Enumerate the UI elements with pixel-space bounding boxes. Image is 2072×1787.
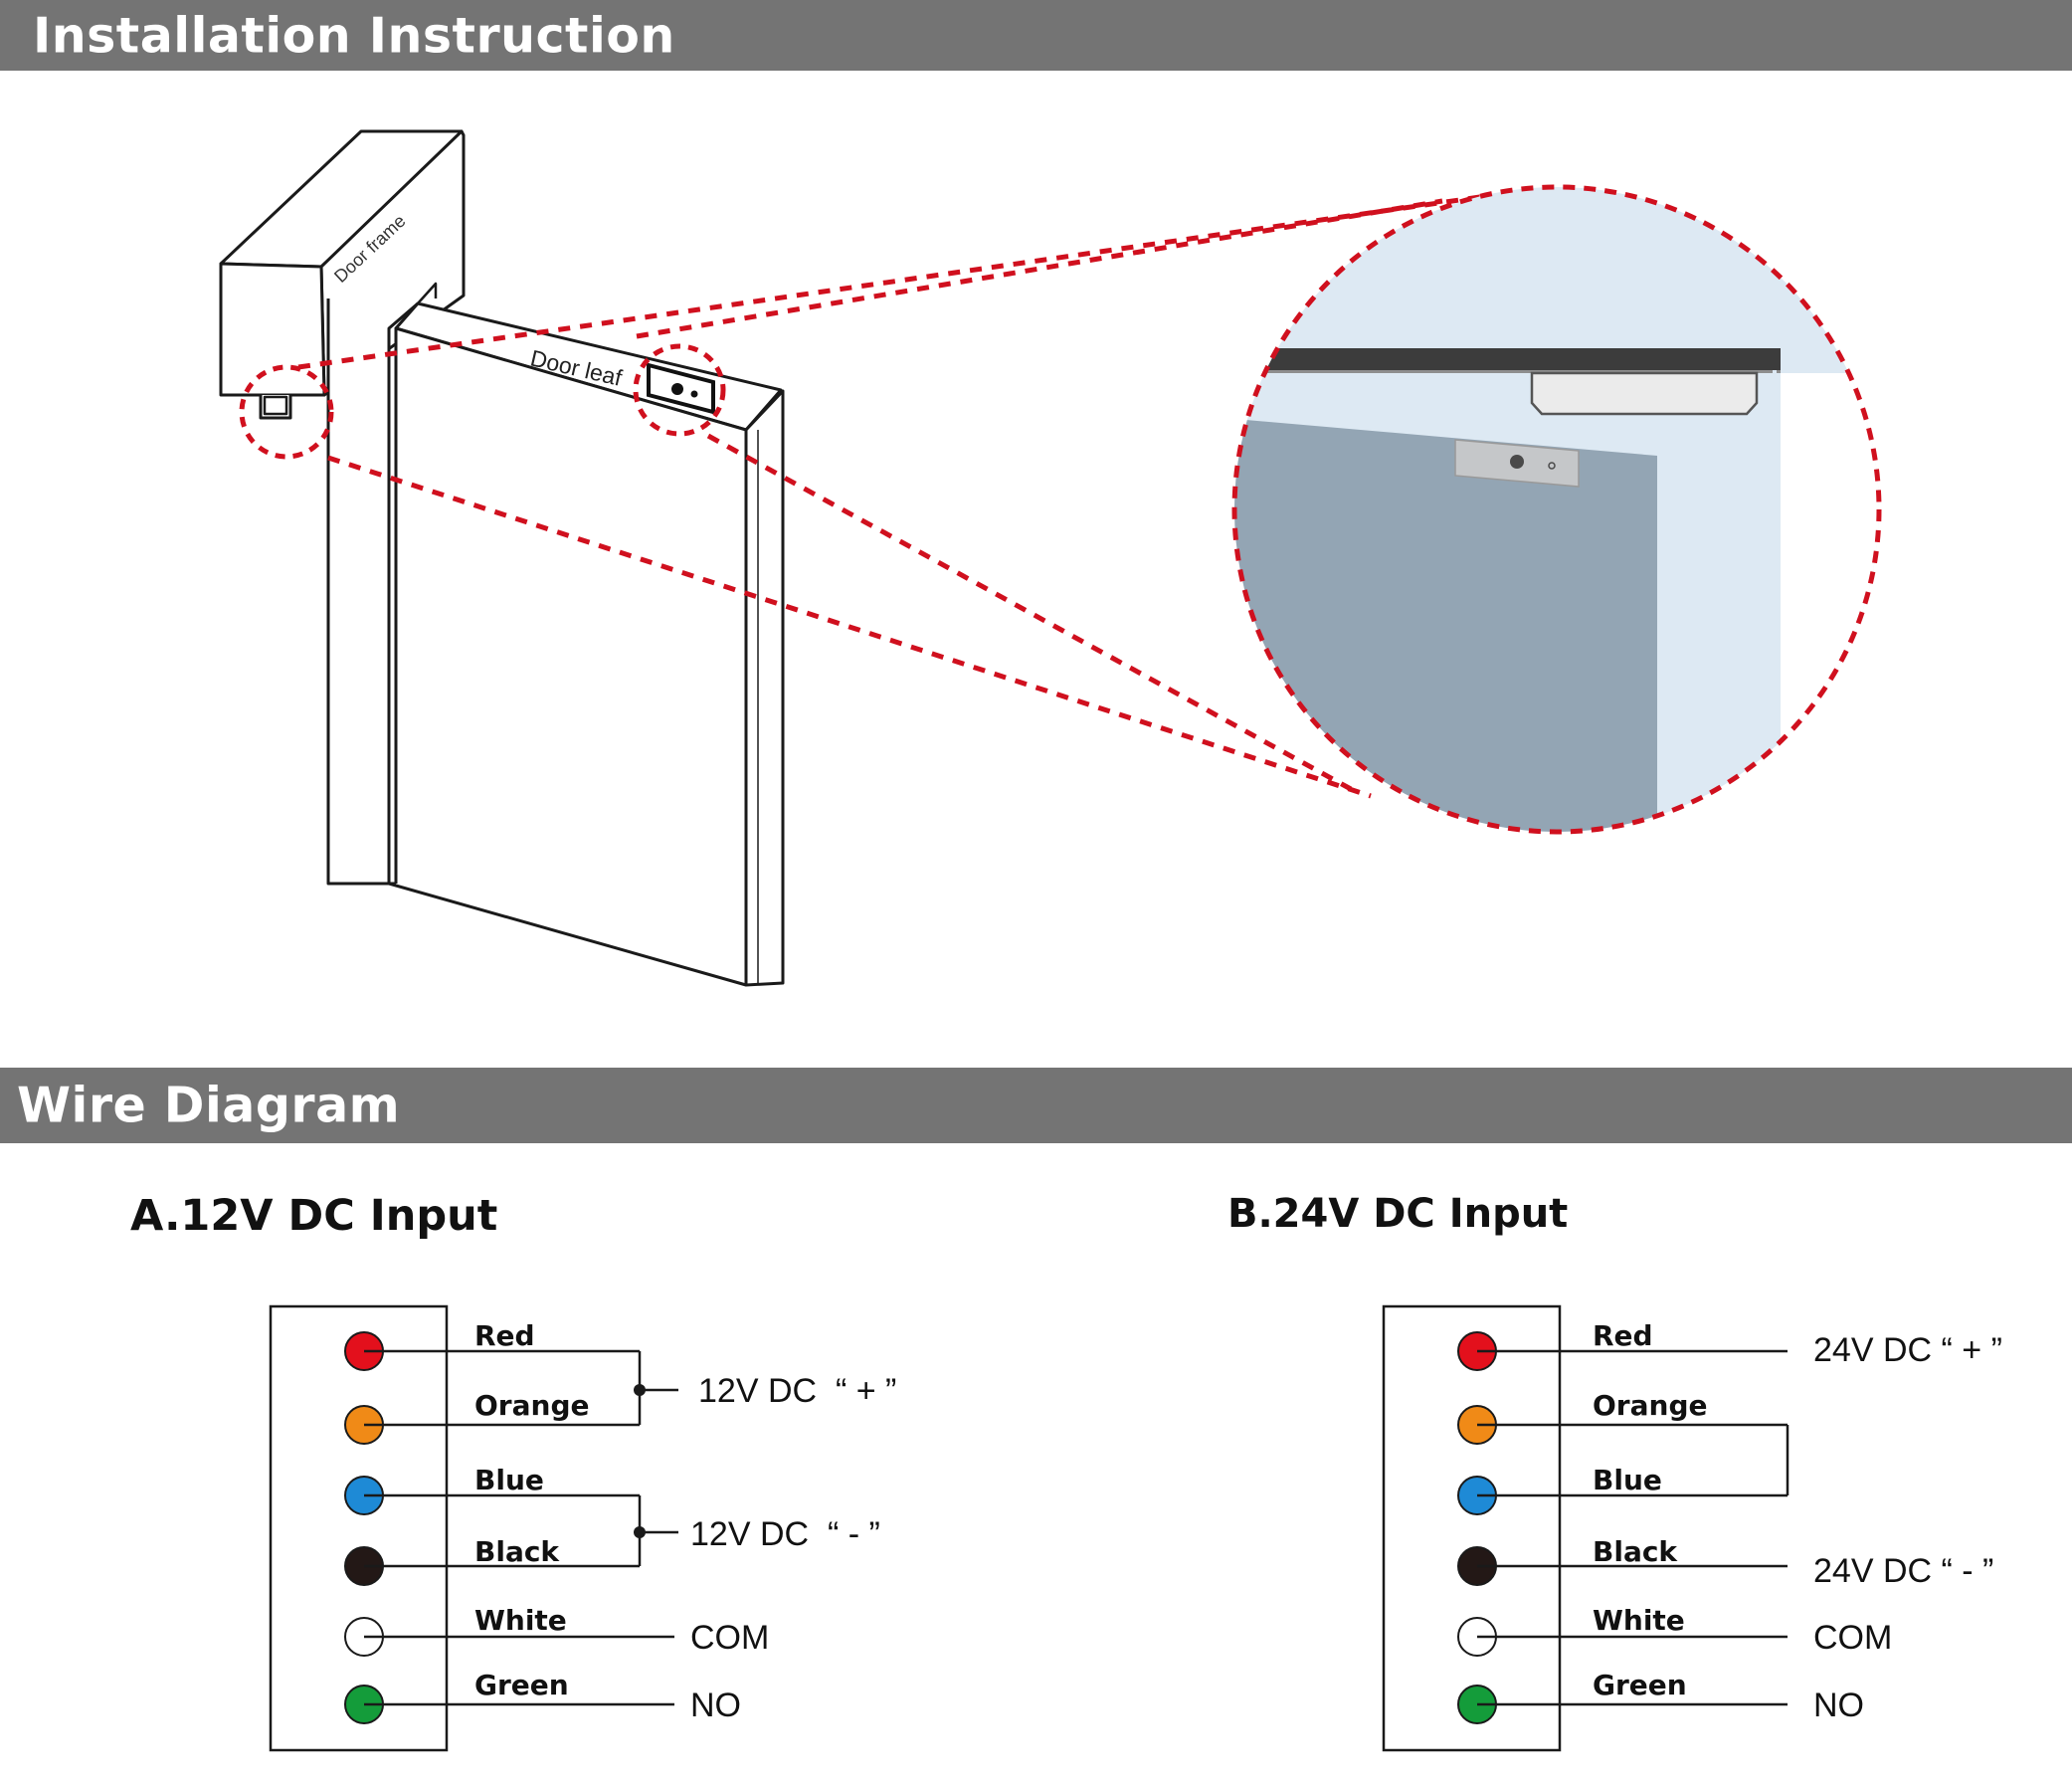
wire-label-black-a: Black bbox=[474, 1535, 560, 1568]
wire-label-green-b: Green bbox=[1593, 1669, 1687, 1701]
wires-b bbox=[1477, 1349, 1789, 1706]
installation-banner: Installation Instruction bbox=[0, 0, 2072, 71]
wire-label-orange-b: Orange bbox=[1593, 1389, 1707, 1422]
installation-title: Installation Instruction bbox=[33, 7, 675, 64]
highlight-circle-leaf bbox=[633, 343, 726, 437]
output-plus-b: 24V DC “ + ” bbox=[1813, 1331, 2002, 1369]
terminal-box-b bbox=[1382, 1304, 1562, 1752]
wire-diagram-banner: Wire Diagram bbox=[0, 1068, 2072, 1143]
wire-diagram-title: Wire Diagram bbox=[17, 1077, 401, 1134]
output-plus-a: 12V DC “ + ” bbox=[698, 1372, 896, 1410]
output-com-b: COM bbox=[1813, 1619, 1892, 1657]
wires-a bbox=[364, 1349, 678, 1706]
output-minus-a: 12V DC “ - ” bbox=[690, 1515, 880, 1553]
wire-label-blue-b: Blue bbox=[1593, 1464, 1662, 1496]
screw-icon bbox=[671, 383, 683, 395]
diagram-b-title: B.24V DC Input bbox=[1227, 1191, 1569, 1237]
diagram-a-title: A.12V DC Input bbox=[130, 1191, 498, 1241]
wire-label-white-b: White bbox=[1593, 1604, 1685, 1637]
projection-lines bbox=[297, 194, 1481, 799]
wire-label-blue-a: Blue bbox=[474, 1464, 544, 1496]
wire-label-white-a: White bbox=[474, 1604, 567, 1637]
terminal-box-a bbox=[269, 1304, 449, 1752]
wire-label-orange-a: Orange bbox=[474, 1389, 589, 1422]
wire-label-red-b: Red bbox=[1593, 1319, 1653, 1352]
output-no-b: NO bbox=[1813, 1687, 1864, 1724]
armature-plate bbox=[647, 362, 715, 415]
highlight-circle-frame bbox=[239, 364, 334, 460]
output-no-a: NO bbox=[690, 1687, 741, 1724]
wire-label-black-b: Black bbox=[1593, 1535, 1678, 1568]
junction-dot-minus-a bbox=[634, 1526, 646, 1538]
output-minus-b: 24V DC “ - ” bbox=[1813, 1552, 1993, 1590]
junction-dot-plus-a bbox=[634, 1384, 646, 1396]
wire-label-green-a: Green bbox=[474, 1669, 569, 1701]
wire-label-red-a: Red bbox=[474, 1319, 535, 1352]
output-com-a: COM bbox=[690, 1619, 769, 1657]
